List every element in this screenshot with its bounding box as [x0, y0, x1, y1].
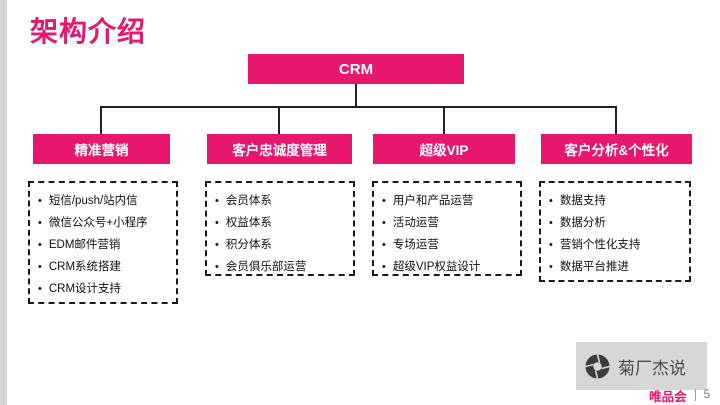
list-item-label: 超级VIP权益设计 — [392, 261, 481, 273]
list-item: • 权益体系 — [215, 212, 347, 234]
list-item: • 专场运营 — [382, 234, 514, 256]
bullet-icon: • — [215, 217, 219, 229]
bullet-icon: • — [382, 195, 386, 207]
list-item: • 活动运营 — [382, 212, 514, 234]
list-item: • 超级VIP权益设计 — [382, 256, 514, 278]
bullet-icon: • — [549, 217, 553, 229]
list-item-label: 用户和产品运营 — [392, 195, 474, 207]
panel-super-vip: • 用户和产品运营 • 活动运营 • 专场运营 • 超级VIP权益设计 — [372, 181, 522, 276]
footer-divider — [694, 389, 696, 401]
watermark-text: 菊厂杰说 — [618, 358, 686, 378]
camera-aperture-icon — [584, 353, 611, 380]
list-item-label: 数据支持 — [559, 195, 606, 207]
bullet-icon: • — [38, 283, 42, 295]
list-item-label: 数据分析 — [559, 217, 606, 229]
list-item-label: 会员俱乐部运营 — [225, 261, 307, 273]
watermark-badge: 菊厂杰说 — [576, 342, 707, 390]
list-item-label: CRM系统搭建 — [48, 261, 122, 273]
list-item: • EDM邮件营销 — [38, 234, 170, 256]
branch-node-precision-marketing: 精准营销 — [33, 134, 170, 164]
list-item: • 积分体系 — [215, 234, 347, 256]
panel-analysis-personalization: • 数据支持 • 数据分析 • 营销个性化支持 • 数据平台推进 — [539, 181, 691, 282]
list-item-label: 数据平台推进 — [559, 261, 629, 273]
connector-line — [100, 106, 617, 108]
list-item-label: EDM邮件营销 — [48, 239, 121, 251]
panel-loyalty-management: • 会员体系 • 权益体系 • 积分体系 • 会员俱乐部运营 — [205, 181, 355, 276]
list-item-label: 营销个性化支持 — [559, 239, 641, 251]
list-item: • 短信/push/站内信 — [38, 190, 170, 212]
list-item-label: 权益体系 — [225, 217, 272, 229]
bullet-icon: • — [215, 261, 219, 273]
bullet-icon: • — [382, 239, 386, 251]
bullet-icon: • — [549, 239, 553, 251]
connector-line — [615, 107, 617, 134]
bullet-icon: • — [382, 217, 386, 229]
list-item: • 会员俱乐部运营 — [215, 256, 347, 278]
list-item: • 用户和产品运营 — [382, 190, 514, 212]
page-title: 架构介绍 — [30, 16, 147, 47]
bullet-icon: • — [549, 261, 553, 273]
branch-node-analysis-personalization: 客户分析&个性化 — [541, 134, 692, 164]
branch-node-super-vip: 超级VIP — [373, 134, 515, 164]
list-item: • 会员体系 — [215, 190, 347, 212]
connector-line — [355, 84, 357, 107]
list-item: • 微信公众号+小程序 — [38, 212, 170, 234]
list-item-label: 微信公众号+小程序 — [48, 217, 148, 229]
bullet-icon: • — [38, 217, 42, 229]
list-item: • 数据支持 — [549, 190, 683, 212]
list-item-label: 活动运营 — [392, 217, 439, 229]
list-item: • 营销个性化支持 — [549, 234, 683, 256]
list-item: • CRM设计支持 — [38, 278, 170, 300]
list-item-label: CRM设计支持 — [48, 283, 122, 295]
list-item-label: 会员体系 — [225, 195, 272, 207]
list-item: • 数据分析 — [549, 212, 683, 234]
bullet-icon: • — [215, 195, 219, 207]
bullet-icon: • — [38, 239, 42, 251]
list-item-label: 积分体系 — [225, 239, 272, 251]
page-number: 5 — [703, 389, 710, 401]
list-item-label: 短信/push/站内信 — [48, 195, 138, 207]
panel-precision-marketing: • 短信/push/站内信 • 微信公众号+小程序 • EDM邮件营销 • CRM系统搭… — [28, 181, 178, 304]
crm-root-node: CRM — [248, 54, 464, 84]
brand-logo-text: 唯品会 — [649, 389, 687, 404]
bullet-icon: • — [38, 261, 42, 273]
connector-line — [278, 107, 280, 134]
left-edge-strip — [0, 0, 7, 405]
list-item: • 数据平台推进 — [549, 256, 683, 278]
bullet-icon: • — [549, 195, 553, 207]
list-item: • CRM系统搭建 — [38, 256, 170, 278]
branch-node-loyalty-management: 客户忠诚度管理 — [207, 134, 352, 164]
list-item-label: 专场运营 — [392, 239, 439, 251]
footer: 唯品会 5 — [649, 387, 710, 404]
connector-line — [443, 107, 445, 134]
bullet-icon: • — [215, 239, 219, 251]
bullet-icon: • — [38, 195, 42, 207]
connector-line — [100, 107, 102, 134]
bullet-icon: • — [382, 261, 386, 273]
